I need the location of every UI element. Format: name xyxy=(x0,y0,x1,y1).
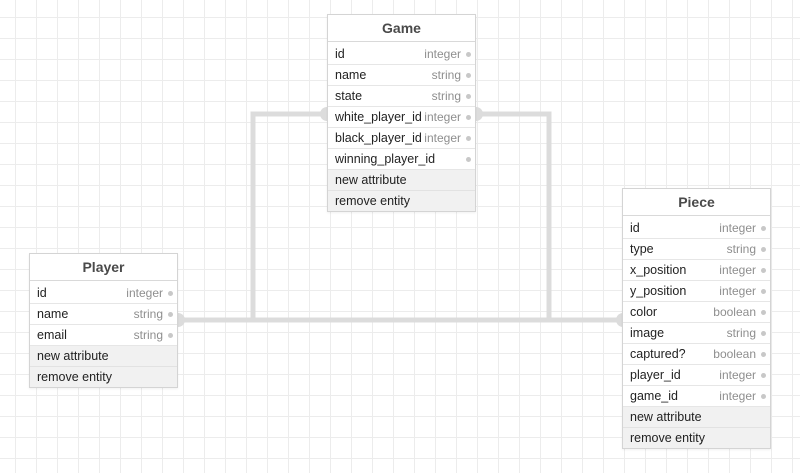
attribute-name: color xyxy=(630,305,658,319)
port-dot-icon[interactable] xyxy=(761,331,766,336)
attribute-name: game_id xyxy=(630,389,678,403)
port-piece-left xyxy=(616,313,623,327)
new-attribute-button[interactable]: new attribute xyxy=(328,170,475,191)
attribute-type: boolean xyxy=(713,347,756,361)
attribute-type: integer xyxy=(719,284,756,298)
port-dot-icon[interactable] xyxy=(761,373,766,378)
attribute-row[interactable]: name string xyxy=(328,65,475,86)
attribute-row[interactable]: y_position integer xyxy=(623,281,770,302)
port-dot-icon[interactable] xyxy=(466,157,471,162)
attribute-name: white_player_id xyxy=(335,110,422,124)
entity-title: Piece xyxy=(623,189,770,216)
attribute-type: integer xyxy=(424,131,461,145)
port-dot-icon[interactable] xyxy=(761,394,766,399)
entity-player[interactable]: Player id integer name string email stri… xyxy=(29,253,178,388)
attribute-type: string xyxy=(431,68,461,82)
port-dot-icon[interactable] xyxy=(761,289,766,294)
port-dot-icon[interactable] xyxy=(466,52,471,57)
attribute-name: id xyxy=(37,286,47,300)
attribute-name: black_player_id xyxy=(335,131,422,145)
attribute-row[interactable]: winning_player_id xyxy=(328,149,475,170)
attribute-name: x_position xyxy=(630,263,687,277)
attribute-type: integer xyxy=(719,368,756,382)
port-dot-icon[interactable] xyxy=(168,291,173,296)
attribute-row[interactable]: id integer xyxy=(623,218,770,239)
attribute-row[interactable]: black_player_id integer xyxy=(328,128,475,149)
attribute-type: integer xyxy=(126,286,163,300)
attribute-type: string xyxy=(726,326,756,340)
attribute-row[interactable]: captured? boolean xyxy=(623,344,770,365)
entity-title: Player xyxy=(30,254,177,281)
attribute-name: player_id xyxy=(630,368,681,382)
new-attribute-button[interactable]: new attribute xyxy=(30,346,177,367)
port-dot-icon[interactable] xyxy=(761,247,766,252)
attribute-type: integer xyxy=(424,47,461,61)
attribute-row[interactable]: name string xyxy=(30,304,177,325)
attribute-row[interactable]: state string xyxy=(328,86,475,107)
attribute-row[interactable]: player_id integer xyxy=(623,365,770,386)
attribute-row[interactable]: id integer xyxy=(328,44,475,65)
attribute-type: string xyxy=(133,328,163,342)
port-dot-icon[interactable] xyxy=(168,312,173,317)
port-dot-icon[interactable] xyxy=(466,115,471,120)
port-game-left xyxy=(320,107,327,121)
attribute-name: state xyxy=(335,89,363,103)
attribute-type: boolean xyxy=(713,305,756,319)
attribute-type: string xyxy=(133,307,163,321)
remove-entity-button[interactable]: remove entity xyxy=(328,191,475,211)
attribute-type: integer xyxy=(719,221,756,235)
relationship-game-piece xyxy=(478,111,552,320)
new-attribute-button[interactable]: new attribute xyxy=(623,407,770,428)
port-game-right xyxy=(476,107,483,121)
attribute-name: type xyxy=(630,242,654,256)
attribute-name: winning_player_id xyxy=(335,152,436,166)
remove-entity-button[interactable]: remove entity xyxy=(30,367,177,387)
port-dot-icon[interactable] xyxy=(168,333,173,338)
attribute-type: string xyxy=(431,89,461,103)
attribute-name: name xyxy=(335,68,367,82)
port-dot-icon[interactable] xyxy=(761,268,766,273)
attribute-name: id xyxy=(630,221,640,235)
attribute-name: name xyxy=(37,307,69,321)
entity-title: Game xyxy=(328,15,475,42)
entity-game[interactable]: Game id integer name string state string… xyxy=(327,14,476,212)
attribute-row[interactable]: image string xyxy=(623,323,770,344)
attribute-name: captured? xyxy=(630,347,686,361)
attribute-type: integer xyxy=(424,110,461,124)
port-player-right xyxy=(178,313,185,327)
port-dot-icon[interactable] xyxy=(761,352,766,357)
attribute-row[interactable]: type string xyxy=(623,239,770,260)
relationship-game-white-player xyxy=(250,111,323,320)
port-dot-icon[interactable] xyxy=(761,226,766,231)
attribute-row[interactable]: email string xyxy=(30,325,177,346)
port-dot-icon[interactable] xyxy=(466,94,471,99)
remove-entity-button[interactable]: remove entity xyxy=(623,428,770,448)
attribute-name: id xyxy=(335,47,345,61)
entity-piece[interactable]: Piece id integer type string x_position … xyxy=(622,188,771,449)
attribute-row[interactable]: game_id integer xyxy=(623,386,770,407)
port-dot-icon[interactable] xyxy=(466,136,471,141)
port-dot-icon[interactable] xyxy=(466,73,471,78)
attribute-name: y_position xyxy=(630,284,687,298)
attribute-name: email xyxy=(37,328,67,342)
port-dot-icon[interactable] xyxy=(761,310,766,315)
attribute-row[interactable]: color boolean xyxy=(623,302,770,323)
attribute-type: integer xyxy=(719,263,756,277)
attribute-row[interactable]: white_player_id integer xyxy=(328,107,475,128)
attribute-row[interactable]: x_position integer xyxy=(623,260,770,281)
attribute-type: string xyxy=(726,242,756,256)
attribute-name: image xyxy=(630,326,665,340)
attribute-row[interactable]: id integer xyxy=(30,283,177,304)
attribute-type: integer xyxy=(719,389,756,403)
